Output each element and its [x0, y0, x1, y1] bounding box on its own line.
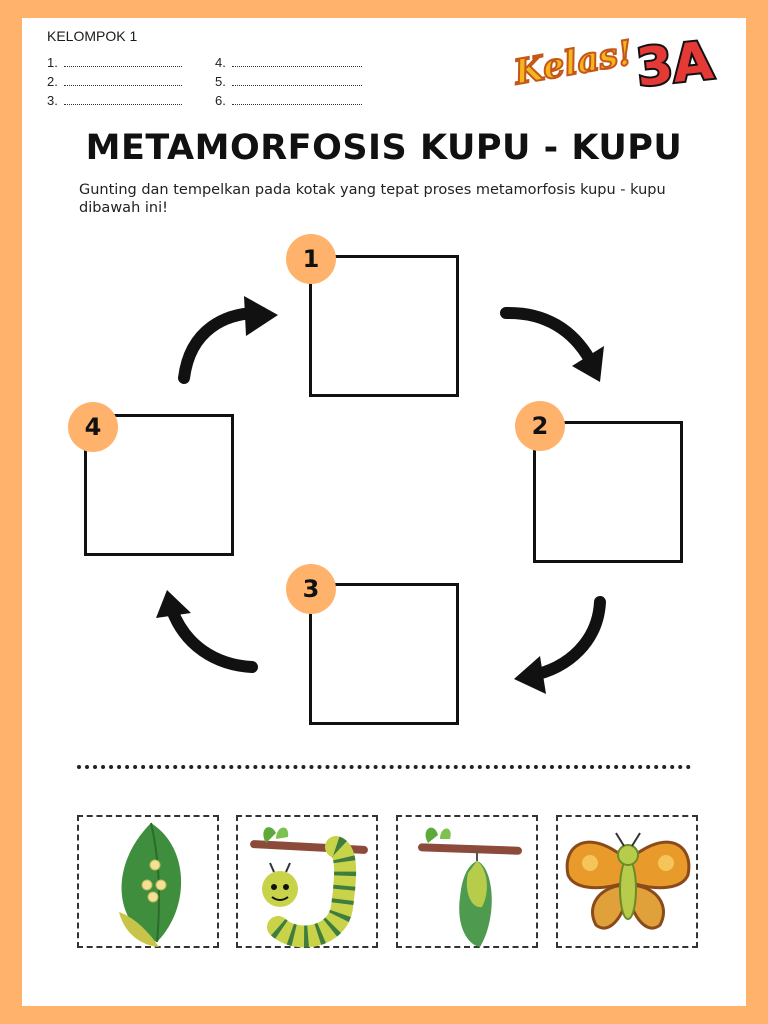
- member-line-4[interactable]: 4.: [215, 55, 362, 70]
- page-title: METAMORFOSIS KUPU - KUPU: [85, 128, 683, 168]
- cutout-card-egg[interactable]: [77, 815, 219, 948]
- answer-box-2[interactable]: [533, 421, 683, 563]
- step-badge-1: 1: [286, 234, 336, 284]
- cutout-card-pupa[interactable]: [396, 815, 538, 948]
- cut-line: [77, 765, 691, 769]
- cutout-card-butterfly[interactable]: [556, 815, 698, 948]
- pupa-image: [418, 827, 522, 947]
- arrow-4-to-1-icon: [178, 296, 278, 384]
- member-line-3[interactable]: 3.: [47, 93, 182, 108]
- member-line-5[interactable]: 5.: [215, 74, 362, 89]
- group-label: KELOMPOK 1: [47, 28, 138, 44]
- answer-box-1[interactable]: [309, 255, 459, 397]
- arrow-1-to-2-icon: [500, 306, 604, 382]
- member-line-6[interactable]: 6.: [215, 93, 362, 108]
- svg-text:3A: 3A: [634, 31, 716, 95]
- caterpillar-image: [250, 827, 368, 948]
- cutout-card-caterpillar[interactable]: [236, 815, 378, 948]
- instruction-text: Gunting dan tempelkan pada kotak yang te…: [79, 182, 666, 216]
- arrow-2-to-3-icon: [514, 596, 606, 694]
- answer-box-3[interactable]: [309, 583, 459, 725]
- member-line-1[interactable]: 1.: [47, 55, 182, 70]
- step-badge-3: 3: [286, 564, 336, 614]
- step-badge-2: 2: [515, 401, 565, 451]
- arrow-3-to-4-icon: [156, 590, 258, 673]
- step-badge-4: 4: [68, 402, 118, 452]
- butterfly-image: [565, 832, 691, 930]
- kelas-3a-logo: Kelas! 3A: [509, 29, 718, 95]
- egg-leaf-image: [119, 822, 182, 947]
- member-line-2[interactable]: 2.: [47, 74, 182, 89]
